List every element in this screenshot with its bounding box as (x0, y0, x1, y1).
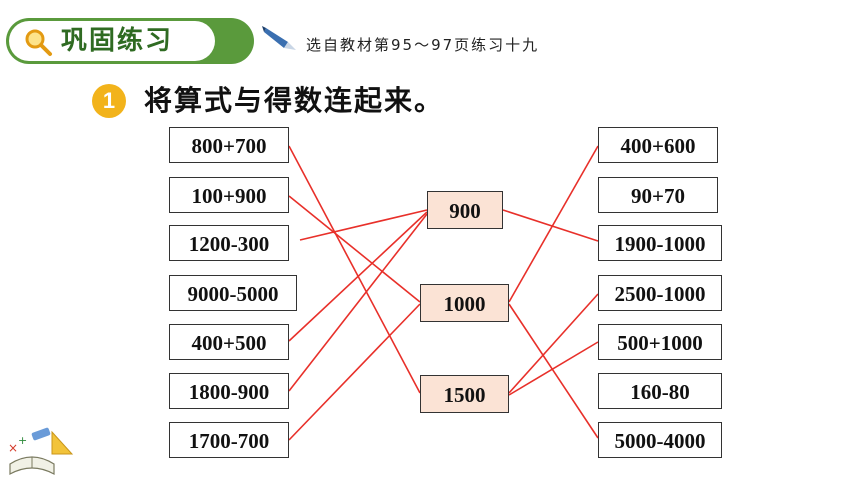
line-1800-900-to-900 (288, 213, 428, 392)
left-expression-7[interactable]: 1700-700 (169, 422, 289, 458)
right-expression-1[interactable]: 400+600 (598, 127, 718, 163)
left-expression-1[interactable]: 800+700 (169, 127, 289, 163)
right-expression-6[interactable]: 160-80 (598, 373, 722, 409)
line-1200-300-to-900 (299, 209, 428, 241)
answer-900[interactable]: 900 (427, 191, 503, 229)
search-icon (25, 29, 52, 56)
section-badge: 巩固练习 (6, 18, 254, 64)
textbook-reference: 选自教材第95～97页练习十九 (306, 36, 540, 54)
svg-text:+: + (18, 434, 27, 447)
line-1700-700-to-1000 (288, 303, 421, 441)
right-expression-3[interactable]: 1900-1000 (598, 225, 722, 261)
line-100+900-to-1000 (288, 195, 421, 303)
section-title: 巩固练习 (61, 26, 174, 56)
left-expression-4[interactable]: 9000-5000 (169, 275, 297, 311)
right-expression-4[interactable]: 2500-1000 (598, 275, 722, 311)
line-400+500-to-900 (288, 211, 428, 342)
left-expression-3[interactable]: 1200-300 (169, 225, 289, 261)
section-badge-inner: 巩固练习 (9, 21, 215, 61)
left-expression-5[interactable]: 400+500 (169, 324, 289, 360)
line-800+700-to-1500 (288, 145, 421, 394)
exercise-instruction: 将算式与得数连起来。 (144, 84, 445, 117)
svg-text:×: × (8, 441, 18, 455)
math-tools-icon: × + (8, 427, 74, 476)
line-1500-to-2500-1000 (508, 293, 599, 394)
line-1000-to-400+600 (508, 145, 599, 303)
exercise-number: 1 (92, 84, 126, 118)
pencil-icon (262, 26, 296, 50)
line-1000-to-5000-4000 (508, 303, 599, 439)
right-expression-2[interactable]: 90+70 (598, 177, 718, 213)
line-1500-to-500+1000 (508, 341, 599, 396)
answer-1500[interactable]: 1500 (420, 375, 509, 413)
line-900-to-1900-1000 (502, 209, 599, 242)
left-expression-2[interactable]: 100+900 (169, 177, 289, 213)
right-expression-7[interactable]: 5000-4000 (598, 422, 722, 458)
right-expression-5[interactable]: 500+1000 (598, 324, 722, 360)
left-expression-6[interactable]: 1800-900 (169, 373, 289, 409)
answer-1000[interactable]: 1000 (420, 284, 509, 322)
